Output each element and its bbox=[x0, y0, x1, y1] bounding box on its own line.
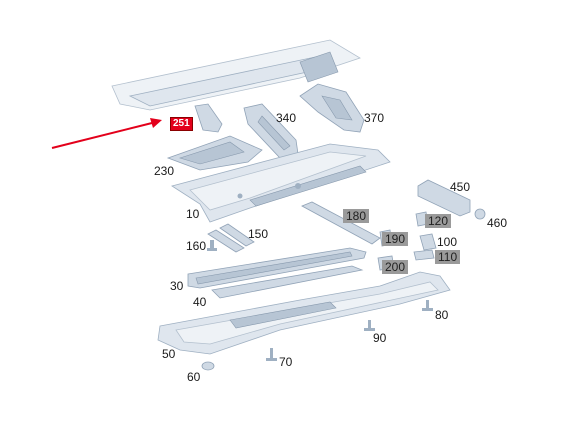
callout-340[interactable]: 340 bbox=[276, 111, 297, 125]
cowl-panel-part bbox=[111, 39, 361, 111]
callout-190[interactable]: 190 bbox=[382, 232, 409, 246]
plug-60-part bbox=[201, 361, 215, 371]
callout-70[interactable]: 70 bbox=[279, 355, 293, 369]
bracket-251-part bbox=[194, 103, 223, 133]
bracket-100-part bbox=[419, 233, 437, 251]
sill-30-part bbox=[187, 247, 367, 289]
callout-370[interactable]: 370 bbox=[364, 111, 385, 125]
callout-30[interactable]: 30 bbox=[170, 279, 184, 293]
callout-100[interactable]: 100 bbox=[437, 235, 458, 249]
floor-pan-10-part bbox=[171, 143, 391, 223]
callout-160[interactable]: 160 bbox=[186, 239, 207, 253]
bracket-110-part bbox=[413, 249, 435, 261]
pointer-arrow bbox=[51, 118, 162, 149]
callout-90[interactable]: 90 bbox=[373, 331, 387, 345]
crossmember-230-part bbox=[166, 135, 263, 171]
bolt-70-part bbox=[266, 348, 277, 361]
callout-10[interactable]: 10 bbox=[186, 207, 200, 221]
rails-150-part bbox=[207, 223, 255, 253]
callout-110[interactable]: 110 bbox=[435, 250, 461, 264]
callout-230[interactable]: 230 bbox=[154, 164, 175, 178]
callout-180[interactable]: 180 bbox=[343, 209, 370, 223]
callout-120[interactable]: 120 bbox=[425, 214, 452, 228]
rear-panel-450-part bbox=[417, 179, 471, 217]
underbody-panel-50-part bbox=[157, 271, 451, 355]
bolt-90-part bbox=[364, 320, 375, 331]
reinforcement-370-part bbox=[299, 83, 365, 133]
callout-460[interactable]: 460 bbox=[487, 216, 508, 230]
callout-50[interactable]: 50 bbox=[162, 347, 176, 361]
reinforcement-340-part bbox=[243, 103, 299, 159]
callout-450[interactable]: 450 bbox=[450, 180, 471, 194]
plug-460-part bbox=[474, 208, 486, 220]
clip-160-part bbox=[207, 240, 217, 251]
callout-80[interactable]: 80 bbox=[435, 308, 449, 322]
bolt-80-part bbox=[422, 300, 433, 311]
callout-251[interactable]: 251 bbox=[170, 117, 193, 131]
callout-60[interactable]: 60 bbox=[187, 370, 201, 384]
strip-180-part bbox=[301, 201, 381, 245]
callout-150[interactable]: 150 bbox=[248, 227, 269, 241]
callout-40[interactable]: 40 bbox=[193, 295, 207, 309]
sill-40-part bbox=[211, 265, 364, 299]
callout-200[interactable]: 200 bbox=[382, 260, 409, 274]
